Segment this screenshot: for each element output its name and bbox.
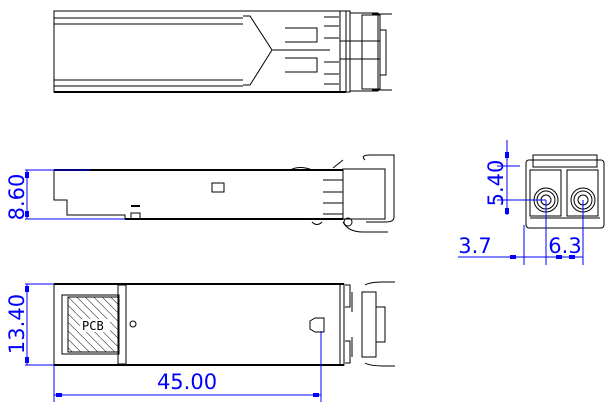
front-view [525, 154, 605, 229]
pcb-label: PCB [82, 319, 104, 333]
dim-height-label: 8.60 [5, 174, 29, 221]
bottom-view: PCB [53, 281, 395, 367]
top-view [53, 10, 392, 93]
dim-length-label: 45.00 [157, 370, 217, 394]
dim-width-label: 13.40 [5, 294, 29, 354]
dim-port-pitch-label: 6.3 [548, 234, 581, 258]
dim-port-offset-label: 3.7 [458, 234, 491, 258]
dimension-arrows [25, 152, 575, 397]
dimension-lines [25, 140, 584, 402]
side-view [53, 154, 395, 233]
dim-port-height-label: 5.40 [484, 160, 508, 207]
